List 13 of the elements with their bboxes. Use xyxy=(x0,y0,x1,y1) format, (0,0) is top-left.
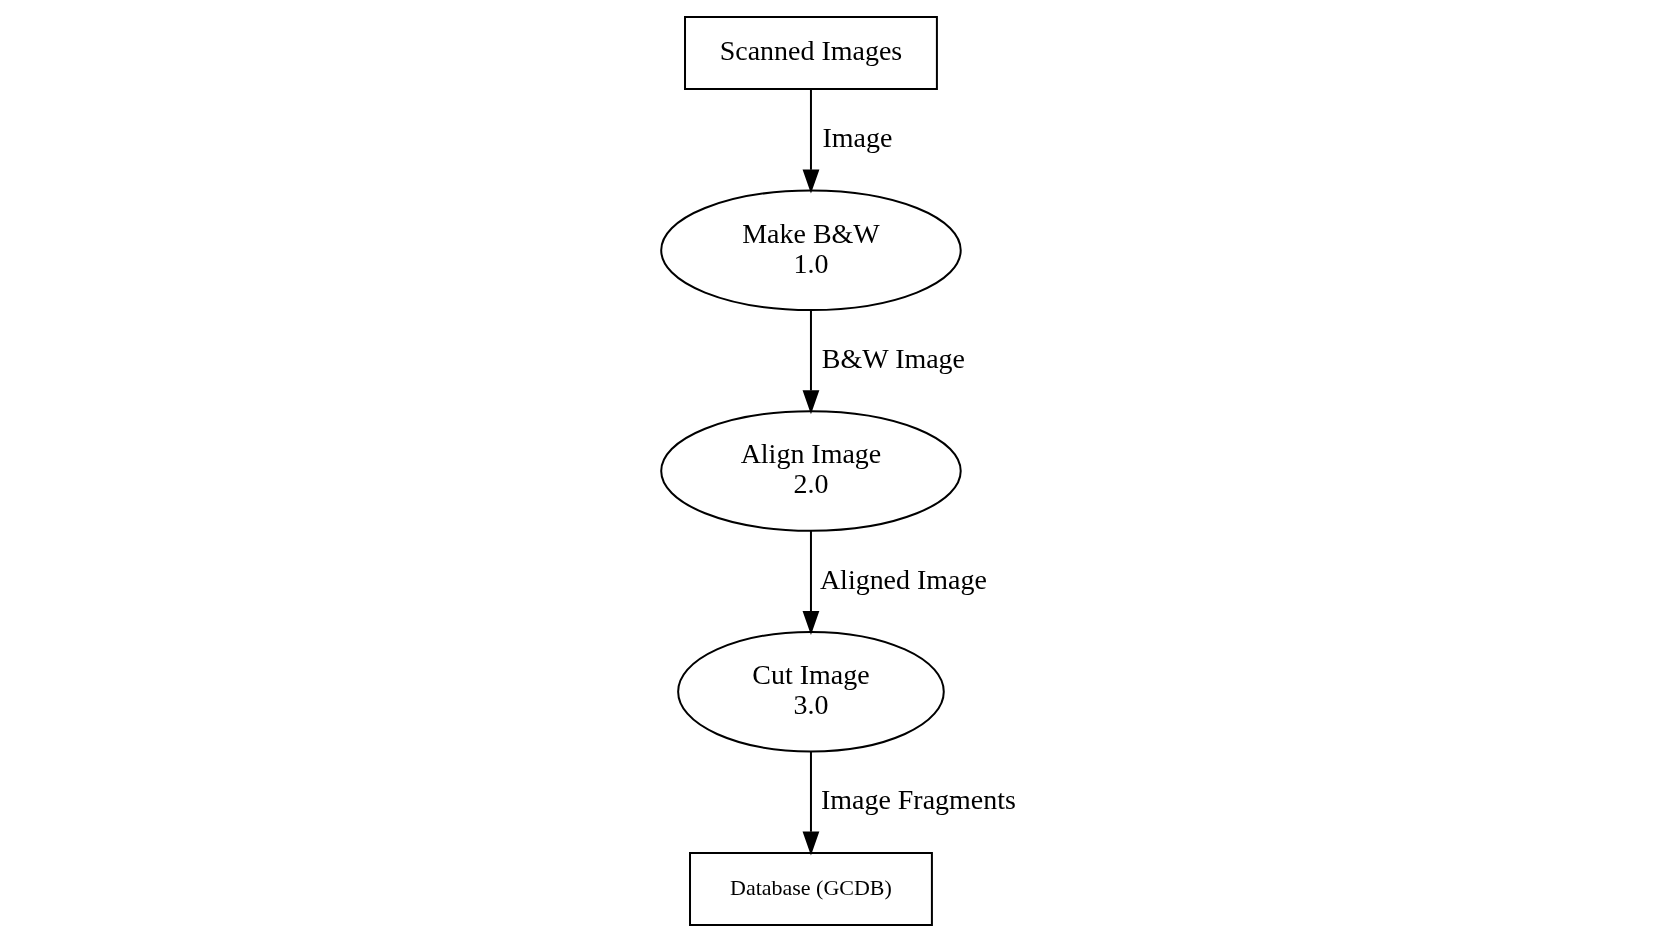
node-box: Database (GCDB) xyxy=(688,851,933,926)
arrow xyxy=(802,749,819,855)
node-ellipse: Make B&W 1.0 xyxy=(659,189,962,311)
edge-label: Aligned Image xyxy=(819,563,987,595)
edge-label: B&W Image xyxy=(821,342,965,374)
node-ellipse: Align Image 2.0 xyxy=(659,409,962,532)
node-ellipse: Cut Image 3.0 xyxy=(676,630,945,752)
edge-label: Image Fragments xyxy=(820,783,1016,815)
node-box: Scanned Images xyxy=(683,15,938,90)
edge-label: Image xyxy=(821,121,892,153)
arrow xyxy=(802,529,819,635)
arrow xyxy=(802,88,819,194)
arrow xyxy=(802,308,819,414)
